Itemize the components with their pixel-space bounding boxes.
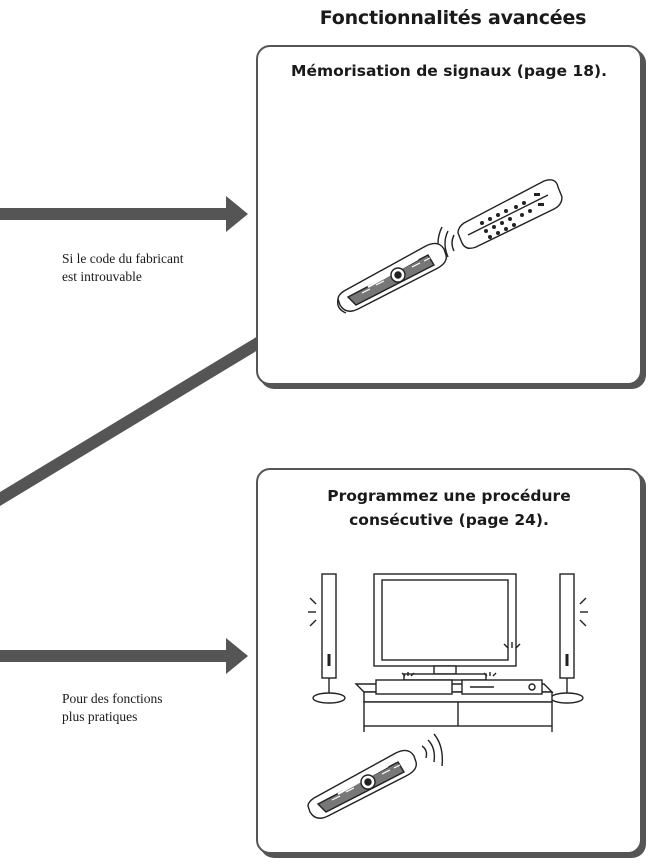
panel-title-line-1: Programmez une procédure <box>327 487 571 505</box>
signal-wave-icon <box>401 642 521 677</box>
speaker-icon <box>308 573 346 704</box>
note-line: est introuvable <box>62 269 142 284</box>
panel-signal-learning: Mémorisation de signaux (page 18). <box>256 45 642 385</box>
arrow-right-icon <box>0 638 248 674</box>
note-manufacturer-code-not-found: Si le code du fabricant est introuvable <box>62 250 242 286</box>
note-line: Si le code du fabricant <box>62 251 184 266</box>
remote-control-icon <box>336 242 447 314</box>
panel-title-line-2: consécutive (page 24). <box>349 511 549 529</box>
home-theater-illustration <box>307 573 588 819</box>
remote-control-icon <box>457 179 563 250</box>
tv-cabinet-icon <box>354 679 554 732</box>
remote-control-icon <box>307 733 444 819</box>
panel-title: Programmez une procédure consécutive (pa… <box>258 484 640 532</box>
arrow-right-icon <box>0 196 248 232</box>
panel-title: Mémorisation de signaux (page 18). <box>291 62 607 80</box>
speaker-icon <box>550 573 588 704</box>
note-convenient-functions: Pour des fonctions plus pratiques <box>62 690 242 726</box>
note-line: plus pratiques <box>62 709 138 724</box>
note-line: Pour des fonctions <box>62 691 163 706</box>
television-icon <box>373 573 517 681</box>
panel-macro-procedure: Programmez une procédure consécutive (pa… <box>256 468 642 854</box>
remote-learning-illustration <box>336 179 563 314</box>
diagonal-connector-line <box>0 336 258 506</box>
section-title: Fonctionnalités avancées <box>319 7 587 29</box>
